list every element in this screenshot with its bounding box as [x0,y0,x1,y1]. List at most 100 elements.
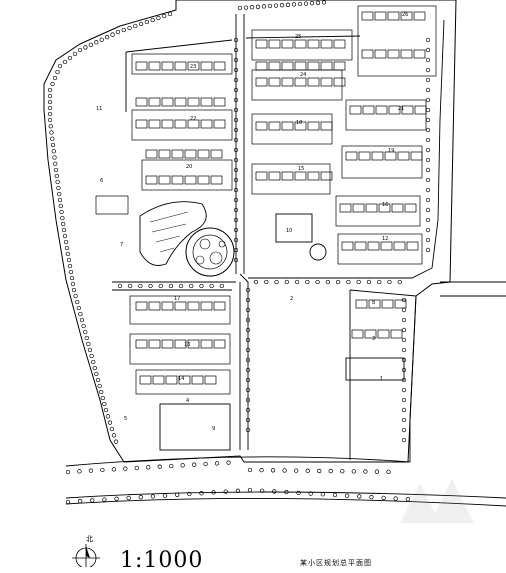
tree-symbol [245,347,251,353]
tree-symbol [100,395,105,401]
tree-symbol [62,59,68,65]
tree-symbol [233,197,239,203]
tree-symbol [59,209,64,215]
plot-number: 2 [290,296,293,302]
tree-symbol [401,387,407,393]
house-unit [354,241,367,251]
tree-symbol [425,57,431,63]
perimeter-road [65,281,506,507]
tree-symbol [351,469,356,474]
north-label: 北 [86,535,93,543]
house-unit [367,241,380,251]
tree-symbol [401,407,407,413]
house-unit [255,77,268,87]
tree-symbol [245,327,251,333]
tree-symbol [94,371,99,377]
tree-symbol [233,117,239,123]
tree-symbol [297,1,303,7]
house-unit [345,151,358,161]
plot-number: 6 [100,178,103,184]
tree-symbol [233,187,239,193]
house-unit [320,61,333,71]
tree-symbol [332,492,338,498]
tree-symbol [309,1,315,6]
drawing-caption: 某小区规划总平面图 [300,559,372,567]
tree-symbol [47,93,53,99]
tree-symbol [88,468,94,473]
house-unit [255,121,268,131]
tree-symbol [52,155,57,160]
tree-symbol [245,297,251,303]
plot-number: 22 [190,116,196,122]
tree-symbol [387,279,392,285]
tree-symbol [235,488,241,493]
house-unit [400,11,413,21]
tree-symbol [67,55,73,61]
tree-symbol [253,279,259,285]
house-unit [371,151,384,161]
tree-symbol [381,495,386,501]
tree-symbol [425,97,431,103]
house-unit [413,11,426,21]
tree-symbol [374,469,380,474]
tree-symbol [52,75,58,81]
tree-symbol [259,488,265,493]
tree-symbol [264,279,269,285]
tree-symbol [249,5,255,10]
tree-symbol [89,353,94,359]
house-unit [307,77,320,87]
tree-symbol [261,4,267,9]
tree-symbol [138,495,143,500]
house-unit [294,77,307,87]
plot-number: 23 [190,64,196,70]
tree-symbol [243,5,249,10]
house-unit [187,97,200,107]
tree-symbol [340,469,345,474]
plot-number: 5 [124,416,127,422]
tree-symbol [162,493,168,498]
tree-symbol [233,57,239,63]
tree-symbol [279,3,285,8]
house-unit [393,241,406,251]
tree-symbol [71,287,77,293]
tree-symbol [425,167,431,173]
house-unit [294,39,307,49]
tree-symbol [245,287,251,293]
tree-symbol [75,299,80,305]
clubhouse [275,213,313,243]
tree-symbol [148,283,153,289]
plot-number: 15 [298,166,304,172]
tree-symbol [425,237,431,243]
tree-symbol [175,492,180,497]
tree-symbol [233,237,239,243]
tree-symbol [425,77,431,83]
house-unit [394,299,407,309]
tree-symbol [425,147,431,153]
tree-symbol [64,245,70,251]
tree-symbol [126,495,131,501]
tree-symbol [144,19,150,25]
tree-symbol [94,40,99,45]
tree-symbol [377,279,382,285]
tree-symbol [245,407,251,413]
tree-symbol [255,4,261,9]
tree-symbol [87,347,93,353]
tree-symbol [305,279,310,285]
house-unit [161,61,174,71]
plot-number: 4 [186,398,189,404]
house-unit [375,105,388,115]
plot-number: 10 [286,228,292,234]
house-unit [387,49,400,59]
tree-symbol [91,359,96,365]
tree-symbol [425,187,431,193]
house-unit [152,375,165,385]
tree-symbol [150,494,156,499]
tree-symbol [425,247,431,253]
tree-symbol [102,401,107,407]
tree-symbol [335,279,341,285]
house-unit [388,105,401,115]
tree-symbol [97,383,102,389]
house-unit [281,61,294,71]
central-plaza [185,227,235,277]
